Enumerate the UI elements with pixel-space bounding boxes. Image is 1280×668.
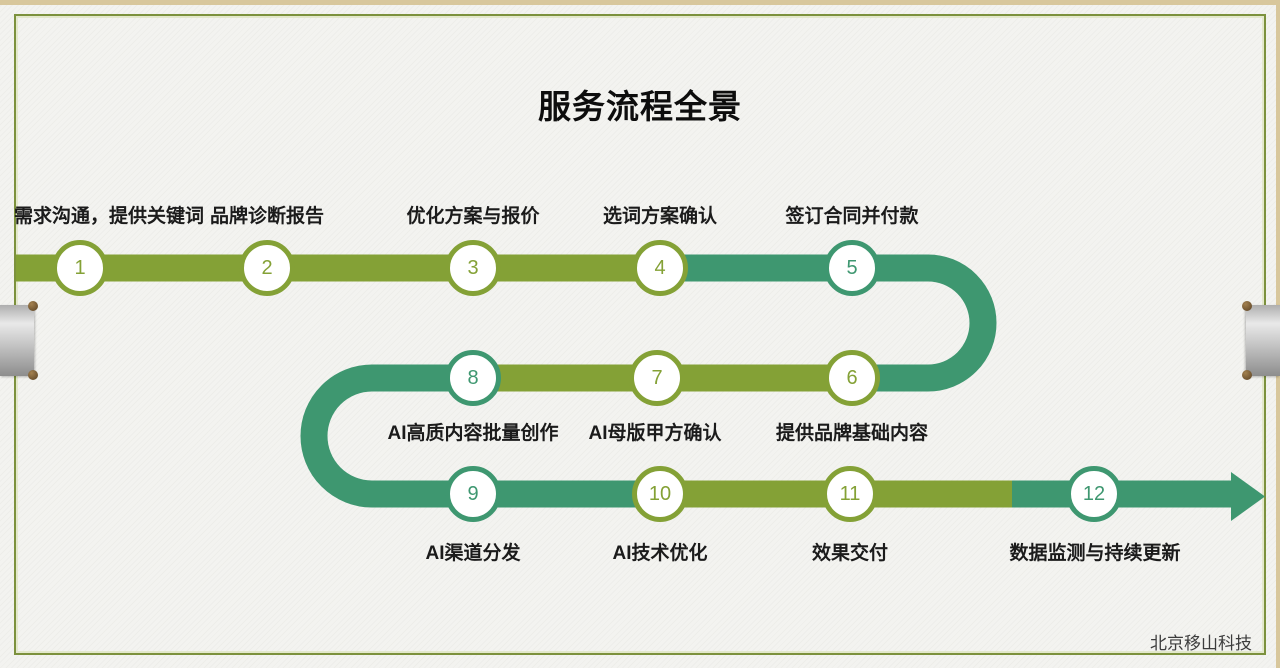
- step-node-2: 2: [239, 240, 295, 296]
- step-node-12: 12: [1066, 466, 1122, 522]
- step-label-4: 选词方案确认: [602, 206, 718, 227]
- flow-segment-8-10-curve-left: [300, 364, 660, 508]
- step-number: 10: [648, 482, 672, 505]
- step-node-3: 3: [445, 240, 501, 296]
- step-node-10: 10: [632, 466, 688, 522]
- step-label-10: AI技术优化: [612, 543, 708, 564]
- step-node-4: 4: [632, 240, 688, 296]
- step-number: 3: [467, 256, 479, 279]
- step-label-7: AI母版甲方确认: [588, 423, 722, 444]
- roller-knob-icon: [1242, 301, 1252, 311]
- tan-edge-top: [0, 0, 1280, 5]
- scroll-roller-right: [1242, 301, 1280, 380]
- scroll-roller-left: [0, 301, 38, 380]
- step-node-7: 7: [629, 350, 685, 406]
- step-number: 8: [467, 366, 479, 389]
- arrowhead-icon: [1231, 472, 1265, 521]
- step-number: 12: [1082, 482, 1106, 505]
- step-label-11: 效果交付: [811, 543, 889, 564]
- step-node-1: 1: [52, 240, 108, 296]
- step-label-12: 数据监测与持续更新: [1009, 543, 1181, 564]
- step-number: 7: [651, 366, 663, 389]
- step-label-1: 需求沟通，提供关键词: [14, 206, 205, 227]
- step-node-11: 11: [822, 466, 878, 522]
- step-label-8: AI高质内容批量创作: [387, 423, 559, 444]
- roller-knob-icon: [28, 301, 38, 311]
- flow-segment-4-6-curve-right: [660, 254, 997, 392]
- brand-watermark: 北京移山科技: [1150, 634, 1252, 653]
- roller-knob-icon: [1242, 370, 1252, 380]
- step-node-9: 9: [445, 466, 501, 522]
- roller-knob-icon: [28, 370, 38, 380]
- step-label-5: 签订合同并付款: [785, 206, 919, 227]
- step-label-9: AI渠道分发: [425, 543, 521, 564]
- step-number: 4: [654, 256, 666, 279]
- step-node-6: 6: [824, 350, 880, 406]
- step-label-3: 优化方案与报价: [406, 206, 540, 227]
- step-number: 9: [467, 482, 479, 505]
- page-title: 服务流程全景: [538, 88, 742, 125]
- step-number: 2: [261, 256, 273, 279]
- step-node-8: 8: [445, 350, 501, 406]
- step-number: 11: [839, 482, 861, 505]
- step-number: 1: [74, 256, 86, 279]
- step-node-5: 5: [824, 240, 880, 296]
- step-number: 5: [846, 256, 858, 279]
- step-number: 6: [846, 366, 858, 389]
- step-label-2: 品牌诊断报告: [209, 206, 325, 227]
- step-label-6: 提供品牌基础内容: [775, 423, 929, 444]
